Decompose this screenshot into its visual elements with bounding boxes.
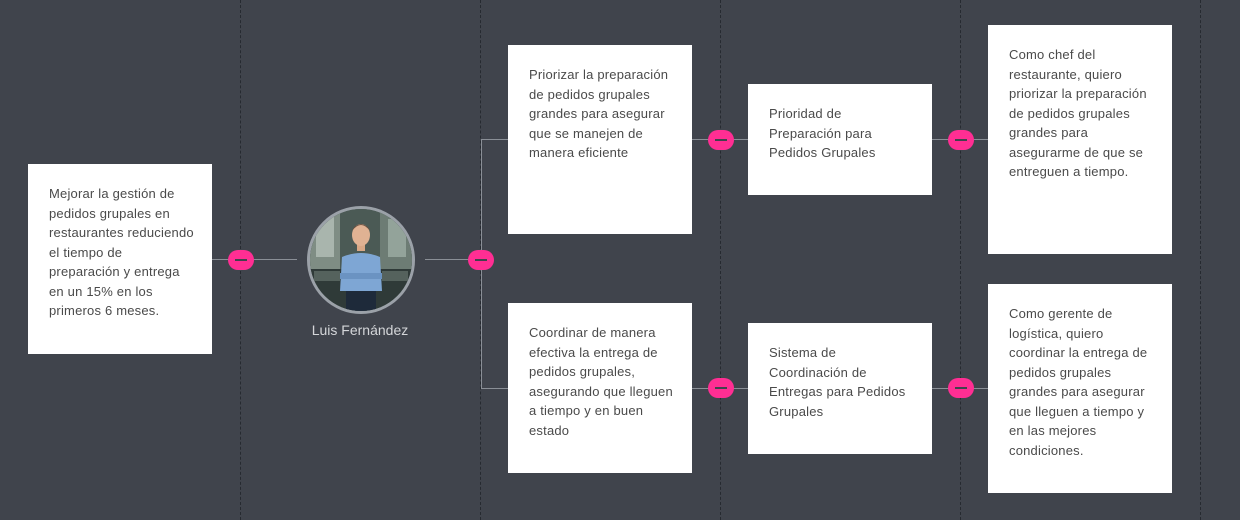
collapse-toggle-button[interactable]	[708, 130, 734, 150]
goal-card[interactable]: Coordinar de manera efectiva la entrega …	[508, 303, 692, 473]
collapse-minus-icon	[475, 259, 487, 261]
collapse-minus-icon	[715, 387, 727, 389]
persona-name: Luis Fernández	[311, 322, 409, 338]
connector	[212, 259, 297, 260]
collapse-toggle-button[interactable]	[948, 130, 974, 150]
root-goal-card[interactable]: Mejorar la gestión de pedidos grupales e…	[28, 164, 212, 354]
column-divider	[1200, 0, 1201, 520]
collapse-toggle-button[interactable]	[468, 250, 494, 270]
collapse-minus-icon	[235, 259, 247, 261]
connector	[481, 388, 508, 389]
collapse-toggle-button[interactable]	[948, 378, 974, 398]
goal-card[interactable]: Priorizar la preparación de pedidos grup…	[508, 45, 692, 234]
user-story-text: Como gerente de logística, quiero coordi…	[1009, 306, 1148, 458]
collapse-minus-icon	[715, 139, 727, 141]
collapse-toggle-button[interactable]	[708, 378, 734, 398]
column-divider	[960, 0, 961, 520]
person-photo-icon	[310, 209, 412, 311]
goal-text: Priorizar la preparación de pedidos grup…	[529, 67, 669, 160]
goal-text: Coordinar de manera efectiva la entrega …	[529, 325, 673, 438]
feature-text: Sistema de Coordinación de Entregas para…	[769, 345, 906, 419]
collapse-minus-icon	[955, 139, 967, 141]
collapse-minus-icon	[955, 387, 967, 389]
root-goal-text: Mejorar la gestión de pedidos grupales e…	[49, 186, 194, 318]
connector	[481, 139, 508, 140]
column-divider	[720, 0, 721, 520]
collapse-toggle-button[interactable]	[228, 250, 254, 270]
feature-card[interactable]: Sistema de Coordinación de Entregas para…	[748, 323, 932, 454]
connector	[425, 259, 481, 260]
user-story-card[interactable]: Como gerente de logística, quiero coordi…	[988, 284, 1172, 493]
user-story-card[interactable]: Como chef del restaurante, quiero priori…	[988, 25, 1172, 254]
feature-card[interactable]: Prioridad de Preparación para Pedidos Gr…	[748, 84, 932, 195]
persona-avatar[interactable]	[307, 206, 415, 314]
user-story-text: Como chef del restaurante, quiero priori…	[1009, 47, 1147, 179]
feature-text: Prioridad de Preparación para Pedidos Gr…	[769, 106, 876, 160]
